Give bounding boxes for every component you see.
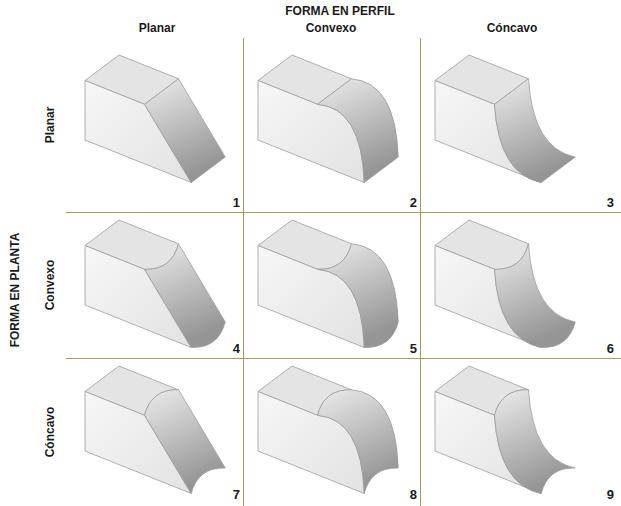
- callout-number: 3: [607, 196, 614, 209]
- column-heading: Planar: [139, 22, 176, 34]
- callout-number: 2: [410, 196, 417, 209]
- grid-lines: [66, 38, 621, 506]
- row-heading: Cóncavo: [44, 407, 56, 458]
- block-shape: [258, 55, 398, 183]
- column-heading: Convexo: [306, 22, 357, 34]
- axis-title: FORMA EN PLANTA: [9, 233, 21, 348]
- callout-number: 6: [607, 342, 614, 355]
- callout-number: 9: [607, 488, 614, 501]
- block-shape: [435, 55, 575, 183]
- callout-number: 4: [233, 342, 240, 355]
- column-heading: Cóncavo: [487, 22, 538, 34]
- row-heading: Convexo: [44, 260, 56, 311]
- callout-number: 1: [233, 196, 240, 209]
- block-shape: [85, 366, 225, 494]
- block-shape: [435, 220, 575, 348]
- callout-number: 5: [410, 342, 417, 355]
- block-shape: [258, 220, 398, 348]
- callout-number: 7: [233, 488, 240, 501]
- block-shape: [85, 55, 225, 183]
- block-shape: [85, 220, 225, 348]
- block-shape: [258, 366, 398, 494]
- callout-number: 8: [410, 488, 417, 501]
- axis-title: FORMA EN PERFIL: [285, 5, 395, 17]
- block-shape: [435, 366, 575, 494]
- row-heading: Planar: [44, 107, 56, 144]
